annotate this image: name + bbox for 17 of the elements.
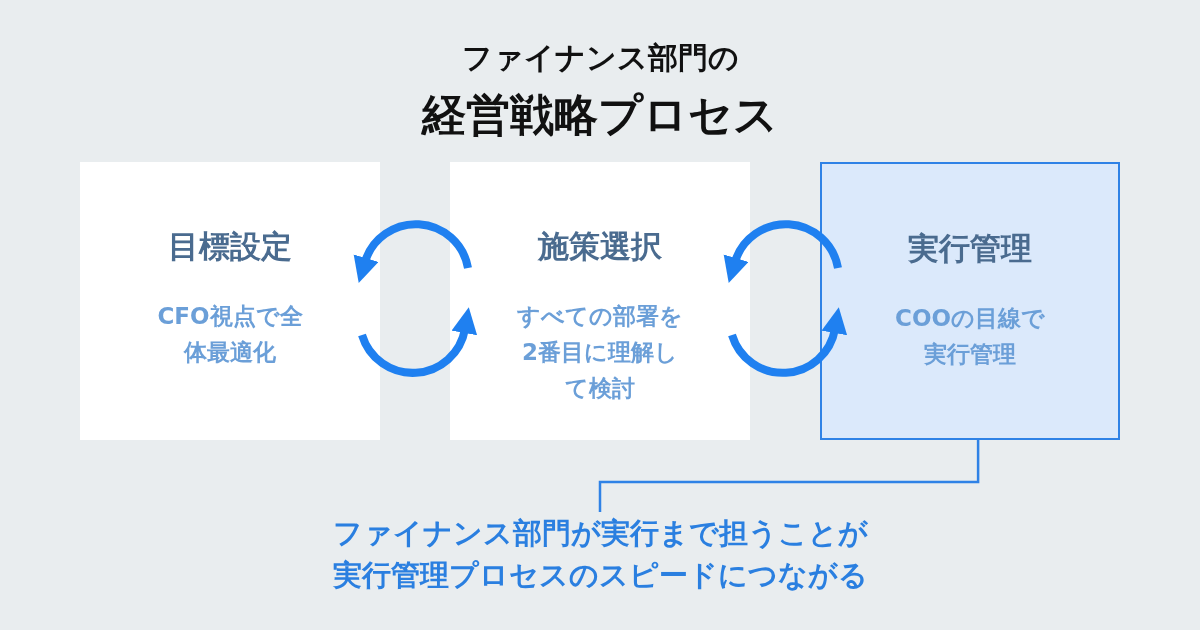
process-box	[80, 162, 380, 440]
box-heading: 目標設定	[167, 227, 293, 266]
process-box	[820, 162, 1120, 440]
box-heading: 実行管理	[907, 229, 1033, 268]
cycle-arrow	[728, 307, 847, 377]
cycle-arrow	[358, 307, 477, 377]
title: 経営戦略プロセス	[420, 88, 779, 142]
box-heading: 施策選択	[536, 227, 663, 266]
process-box	[450, 162, 750, 440]
conclusion-text: ファイナンス部門が実行まで担うことが実行管理プロセスのスピードにつながる	[330, 512, 870, 596]
subtitle: ファイナンス部門の	[460, 39, 740, 77]
box-description: すべての部署を2番目に理解して検討	[516, 302, 684, 403]
connector-line	[598, 440, 980, 512]
box-description: COOの目線で実行管理	[894, 304, 1046, 369]
cycle-arrow	[354, 220, 472, 283]
box-description: CFO視点で全体最適化	[156, 302, 304, 367]
cycle-arrow	[724, 220, 842, 283]
